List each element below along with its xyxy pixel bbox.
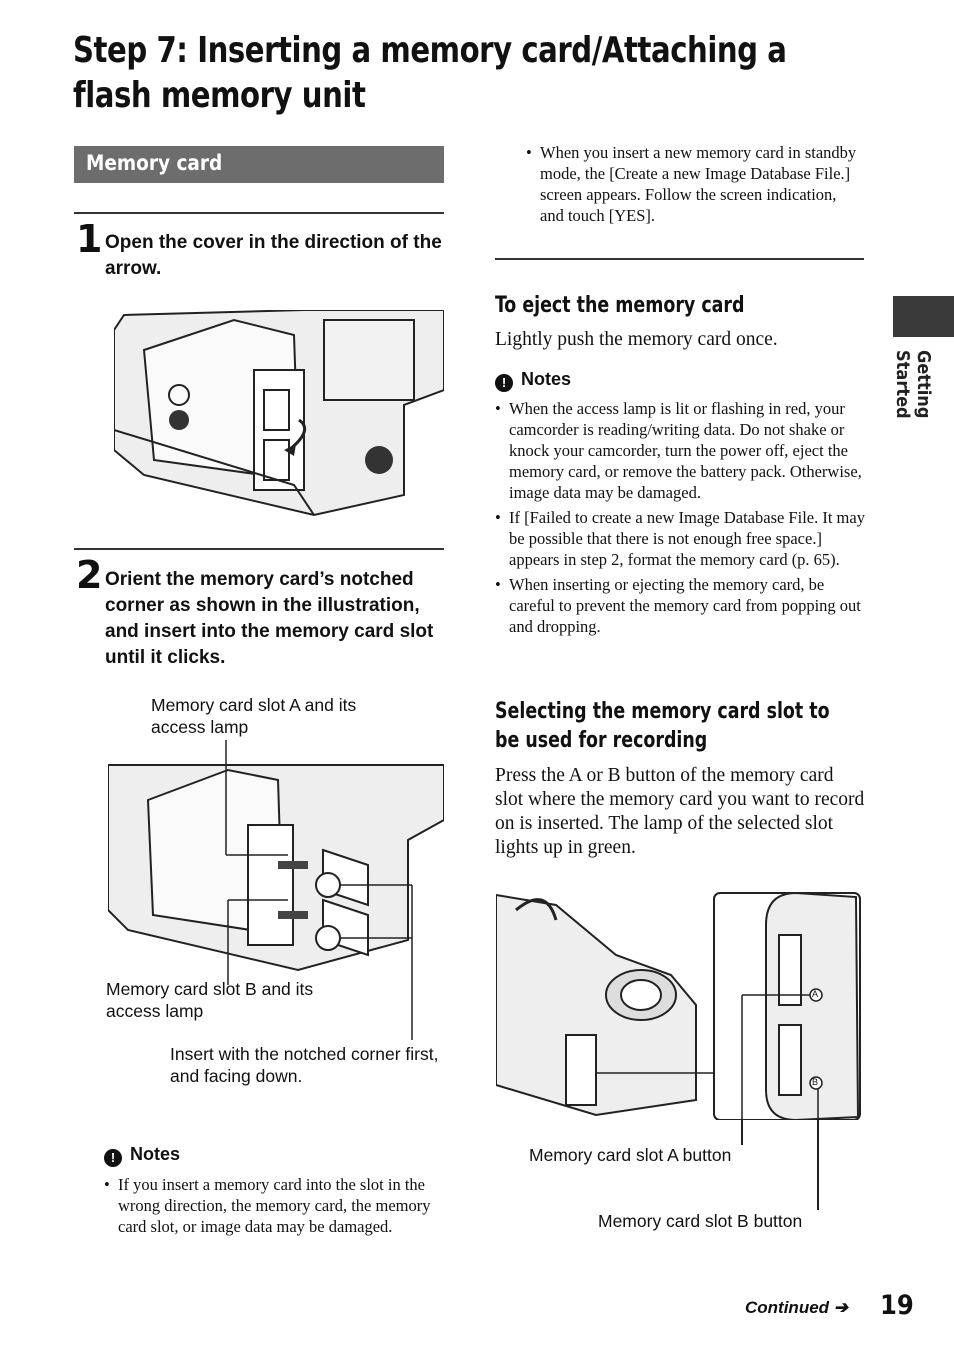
eject-heading: To eject the memory card [495,293,745,318]
section-tab [893,296,954,337]
list-item: When the access lamp is lit or flashing … [495,398,865,503]
note-list: When you insert a new memory card in sta… [526,142,861,230]
leader-line [741,1120,743,1145]
divider [74,548,444,550]
step-number: 2 [76,553,103,597]
notes-heading: ! Notes [495,369,571,392]
step-text: Orient the memory card’s notched corner … [105,569,434,668]
step-number: 1 [76,217,103,261]
notes-heading-text: Notes [130,1144,181,1164]
select-slot-text: Press the A or B button of the memory ca… [495,765,865,858]
section-heading: Memory card [86,151,223,175]
caution-icon: ! [495,374,513,392]
arrow-right-icon: ➔ [833,1298,849,1317]
page-number: 19 [880,1290,914,1321]
label-slot-b-button: Memory card slot B button [598,1211,803,1231]
notes-heading-text: Notes [521,369,572,389]
section-heading-bar: Memory card [74,146,444,183]
divider [495,258,864,260]
step-text: Open the cover in the direction of the a… [105,232,442,279]
label-slot-a: Memory card slot A and its access lamp [151,695,357,737]
list-item: If [Failed to create a new Image Databas… [495,507,865,570]
label-slot-a-button: Memory card slot A button [529,1145,732,1165]
select-slot-heading: Selecting the memory card slot to be use… [495,699,830,753]
side-tab-label: Getting Started [884,350,934,480]
label-slot-b: Memory card slot B and its access lamp [106,979,314,1021]
memory-card-insert-illustration [108,740,444,1040]
slot-buttons-illustration [496,885,862,1120]
continued-text: Continued [745,1298,830,1317]
leader-line [817,1120,819,1210]
notes-list: If you insert a memory card into the slo… [104,1174,439,1241]
divider [74,212,444,214]
caution-icon: ! [104,1149,122,1167]
eject-text: Lightly push the memory card once. [495,329,778,350]
page-title: Step 7: Inserting a memory card/Attachin… [73,30,787,116]
list-item: If you insert a memory card into the slo… [104,1174,439,1237]
side-tab-text: Getting Started [892,350,934,419]
label-insert: Insert with the notched corner first, an… [170,1044,439,1086]
slot-a-marker: A [812,989,819,999]
list-item: When you insert a new memory card in sta… [526,142,861,226]
notes-list: When the access lamp is lit or flashing … [495,398,865,641]
notes-heading: ! Notes [104,1144,180,1167]
continued-label: Continued ➔ [745,1298,848,1318]
camcorder-cover-illustration [114,310,444,520]
slot-b-marker: B [812,1077,819,1087]
list-item: When inserting or ejecting the memory ca… [495,574,865,637]
